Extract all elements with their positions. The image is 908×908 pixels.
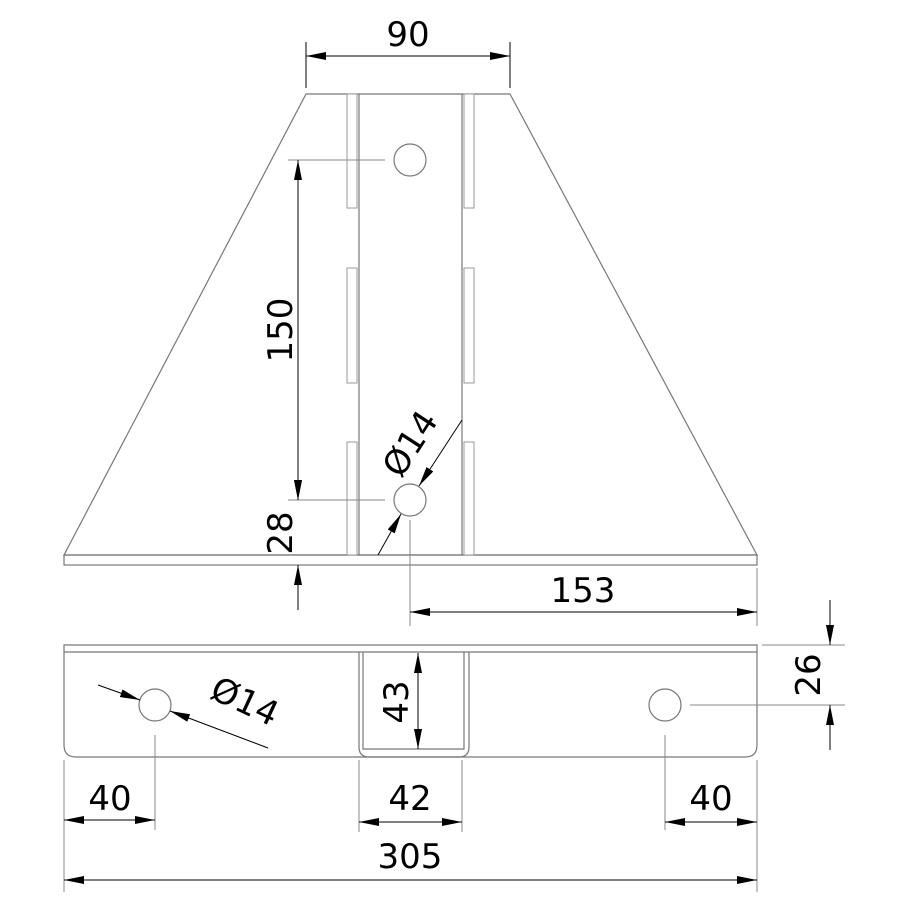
dimension-26: 26: [690, 600, 845, 750]
mounting-hole-right: [648, 688, 682, 722]
svg-text:40: 40: [689, 779, 732, 819]
channel-outer: [358, 652, 470, 758]
dimension-40-left: 40: [64, 779, 155, 824]
dimension-43: 43: [377, 653, 422, 749]
base-plate-side: [63, 644, 758, 758]
svg-text:43: 43: [377, 680, 417, 723]
svg-text:90: 90: [386, 15, 429, 55]
mounting-hole-left: [138, 688, 172, 722]
svg-text:153: 153: [551, 571, 616, 611]
dimension-305: 305: [64, 837, 757, 884]
dimension-150: 150: [261, 159, 385, 501]
gusset-plate: [63, 93, 759, 556]
dimension-hole-diameter-top: Ø14: [375, 404, 463, 556]
channel-inner: [362, 652, 465, 750]
svg-text:28: 28: [261, 511, 301, 554]
svg-text:40: 40: [88, 779, 131, 819]
mounting-hole-upper: [393, 143, 427, 177]
svg-text:42: 42: [388, 779, 431, 819]
weld-seams: [346, 93, 475, 556]
bottom-view: Ø14 43 26 40 42 40 305: [63, 600, 845, 892]
dimension-40-right: 40: [665, 779, 757, 826]
dimension-28: 28: [261, 470, 302, 610]
svg-text:Ø14: Ø14: [204, 669, 284, 735]
dimension-90: 90: [305, 15, 511, 88]
svg-text:Ø14: Ø14: [375, 404, 447, 485]
dimension-42: 42: [359, 779, 462, 826]
mounting-hole-lower: [393, 483, 427, 517]
svg-text:150: 150: [261, 298, 301, 363]
dimension-153: 153: [409, 520, 758, 626]
svg-text:305: 305: [378, 837, 443, 877]
dimension-hole-diameter-bottom: Ø14: [97, 669, 285, 749]
svg-text:26: 26: [789, 653, 829, 696]
top-view: 90 150 28 Ø14 153: [63, 15, 759, 626]
